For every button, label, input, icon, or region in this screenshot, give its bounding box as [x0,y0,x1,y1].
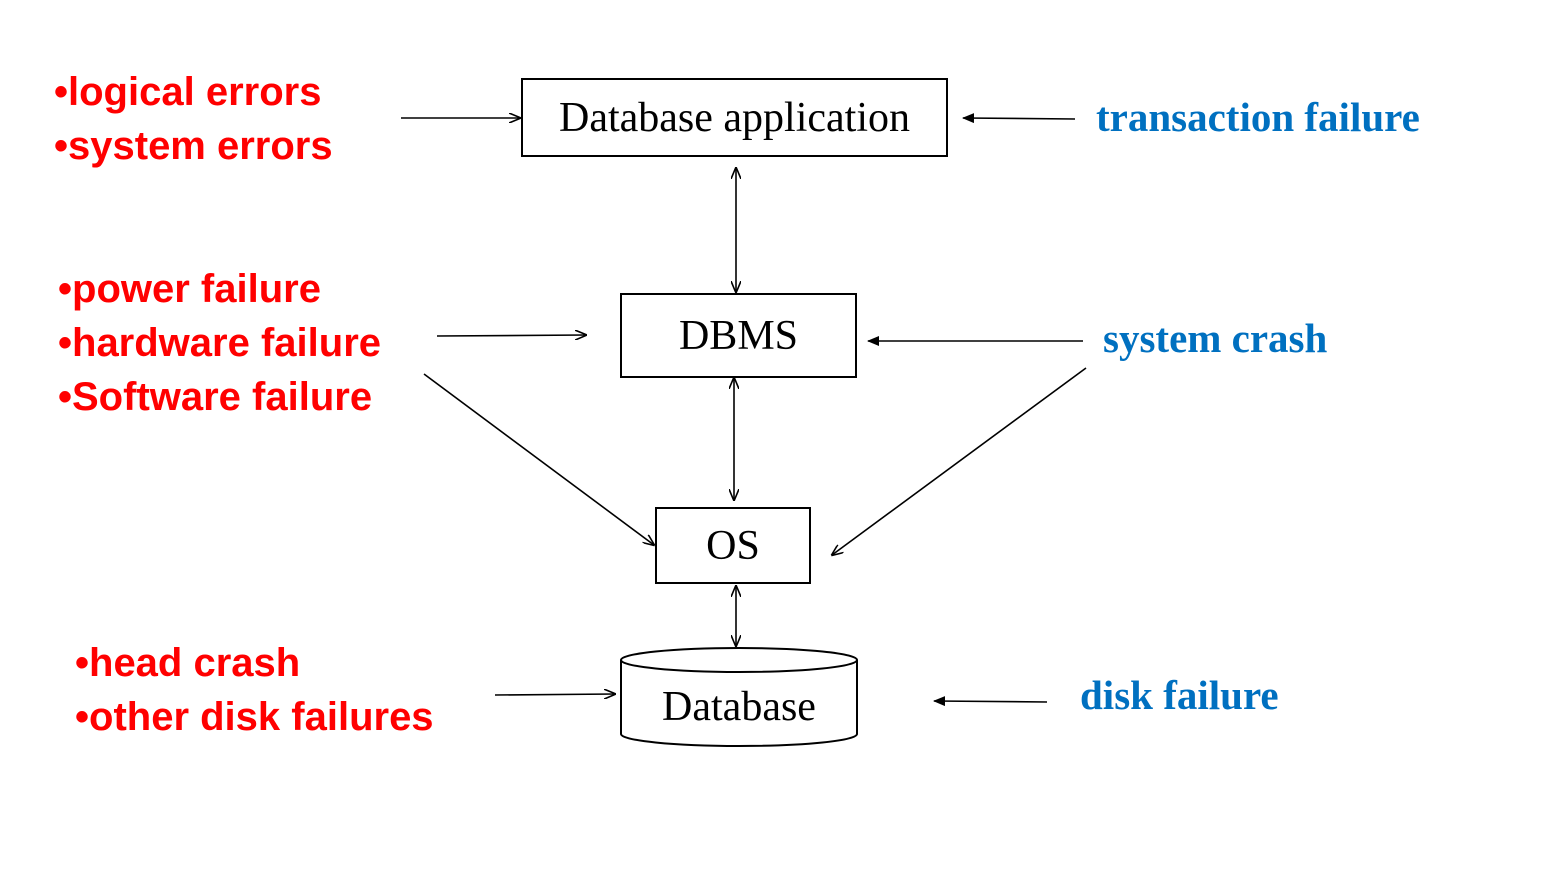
disk-failure-label: disk failure [1080,672,1279,718]
database-label: Database [662,684,816,730]
dbms-box: DBMS [620,293,857,378]
arrow-transaction-failure-to-app [962,113,1076,124]
arrow-database-causes-to-database [494,694,615,695]
cause-system-errors: •system errors [54,124,333,168]
app-cause-list: •logical errors •system errors [54,65,333,173]
cause-software-failure: •Software failure [58,375,373,419]
database-cause-list: •head crash •other disk failures [75,636,434,744]
cause-power-failure: •power failure [58,267,321,311]
database-cylinder [620,647,858,747]
dbms-cause-list: •power failure •hardware failure •Softwa… [58,262,381,424]
arrow-disk-failure-to-database [933,696,1048,707]
cause-hardware-failure: •hardware failure [58,321,382,365]
os-box: OS [655,507,811,584]
cause-logical-errors: •logical errors [54,70,322,114]
database-application-box: Database application [521,78,948,157]
arrow-dbms-causes-to-dbms [436,335,586,336]
cause-other-disk-failures: •other disk failures [75,695,434,739]
system-crash-label: system crash [1103,315,1328,361]
cause-head-crash: •head crash [75,641,301,685]
arrow-dbms-causes-to-os [423,373,654,545]
transaction-failure-label: transaction failure [1096,94,1420,140]
arrow-system-crash-to-os [832,367,1087,555]
